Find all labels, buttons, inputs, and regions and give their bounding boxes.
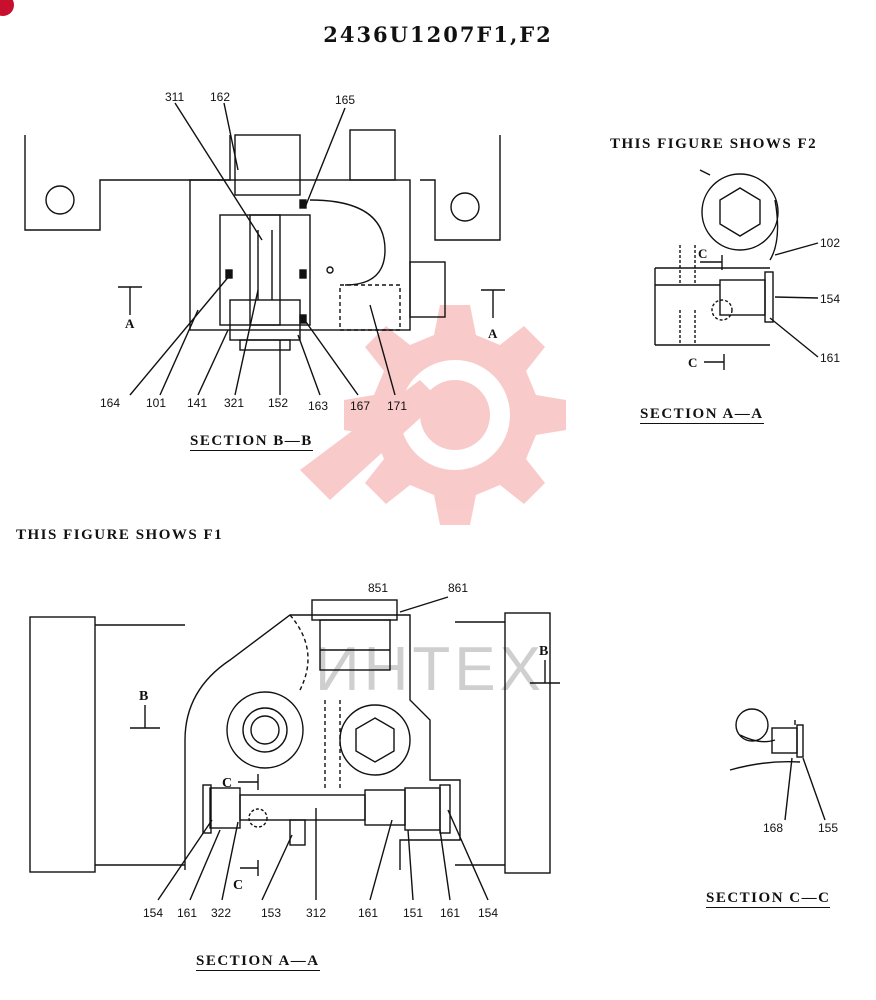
callout-322: 322 bbox=[211, 906, 231, 920]
section-cc-callouts: 168 155 bbox=[763, 821, 838, 835]
callout-861: 861 bbox=[448, 581, 468, 595]
callout-851: 851 bbox=[368, 581, 388, 595]
drawing-title: 2436U1207F1,F2 bbox=[323, 22, 553, 47]
callout-163: 163 bbox=[308, 399, 328, 413]
figure-f1-label: THIS FIGURE SHOWS F1 bbox=[16, 527, 224, 543]
callout-101: 101 bbox=[146, 396, 166, 410]
cut-marker-a-right: A bbox=[488, 326, 498, 341]
callout-152: 152 bbox=[268, 396, 288, 410]
callout-165: 165 bbox=[335, 93, 355, 107]
cut-marker-b-right: B bbox=[539, 644, 548, 659]
section-aa-f2-caption: SECTION A—A bbox=[640, 406, 764, 424]
callout-155: 155 bbox=[818, 821, 838, 835]
section-cc-drawing bbox=[729, 708, 826, 821]
callout-321: 321 bbox=[224, 396, 244, 410]
section-aa-f1-callouts: 851 861 154 161 322 153 312 161 151 161 … bbox=[139, 581, 548, 920]
cut-marker-c-upper: C bbox=[222, 776, 232, 791]
section-aa-f2-caption-wrap: SECTION A—A bbox=[640, 406, 764, 424]
cut-marker-a-left: A bbox=[125, 316, 135, 331]
section-cc-caption: SECTION C—C bbox=[706, 890, 831, 908]
callout-154-right: 154 bbox=[478, 906, 498, 920]
section-bb-callouts: 311 162 165 164 101 141 321 152 163 167 … bbox=[100, 90, 498, 413]
callout-161-right: 161 bbox=[440, 906, 460, 920]
watermark-logo bbox=[300, 305, 566, 525]
corner-badge-icon bbox=[0, 0, 14, 16]
section-cc-caption-wrap: SECTION C—C bbox=[706, 890, 831, 908]
section-aa-f2-callouts: 102 154 161 C C bbox=[688, 236, 840, 370]
cut-marker-c-bottom: C bbox=[688, 355, 697, 370]
section-aa-f1-drawing bbox=[29, 596, 560, 901]
section-aa-f2-drawing bbox=[654, 169, 819, 370]
callout-168: 168 bbox=[763, 821, 783, 835]
callout-161-mid: 161 bbox=[358, 906, 378, 920]
callout-164: 164 bbox=[100, 396, 120, 410]
cut-marker-c-lower: C bbox=[233, 878, 243, 893]
section-aa-f1-caption-wrap: SECTION A—A bbox=[196, 953, 320, 971]
callout-162: 162 bbox=[210, 90, 230, 104]
section-bb-caption: SECTION B—B bbox=[190, 433, 313, 451]
cut-marker-b-left: B bbox=[139, 689, 148, 704]
callout-171: 171 bbox=[387, 399, 407, 413]
section-bb-drawing bbox=[24, 102, 505, 396]
callout-151: 151 bbox=[403, 906, 423, 920]
callout-102: 102 bbox=[820, 236, 840, 250]
callout-141: 141 bbox=[187, 396, 207, 410]
figure-f2-label: THIS FIGURE SHOWS F2 bbox=[610, 136, 818, 152]
callout-154: 154 bbox=[820, 292, 840, 306]
callout-167: 167 bbox=[350, 399, 370, 413]
callout-161: 161 bbox=[820, 351, 840, 365]
section-aa-f1-caption: SECTION A—A bbox=[196, 953, 320, 971]
cut-marker-c-top: C bbox=[698, 246, 707, 261]
callout-312: 312 bbox=[306, 906, 326, 920]
callout-153: 153 bbox=[261, 906, 281, 920]
section-bb-caption-wrap: SECTION B—B bbox=[190, 433, 313, 451]
callout-311: 311 bbox=[165, 90, 184, 104]
callout-154-left: 154 bbox=[143, 906, 163, 920]
callout-161-left: 161 bbox=[177, 906, 197, 920]
